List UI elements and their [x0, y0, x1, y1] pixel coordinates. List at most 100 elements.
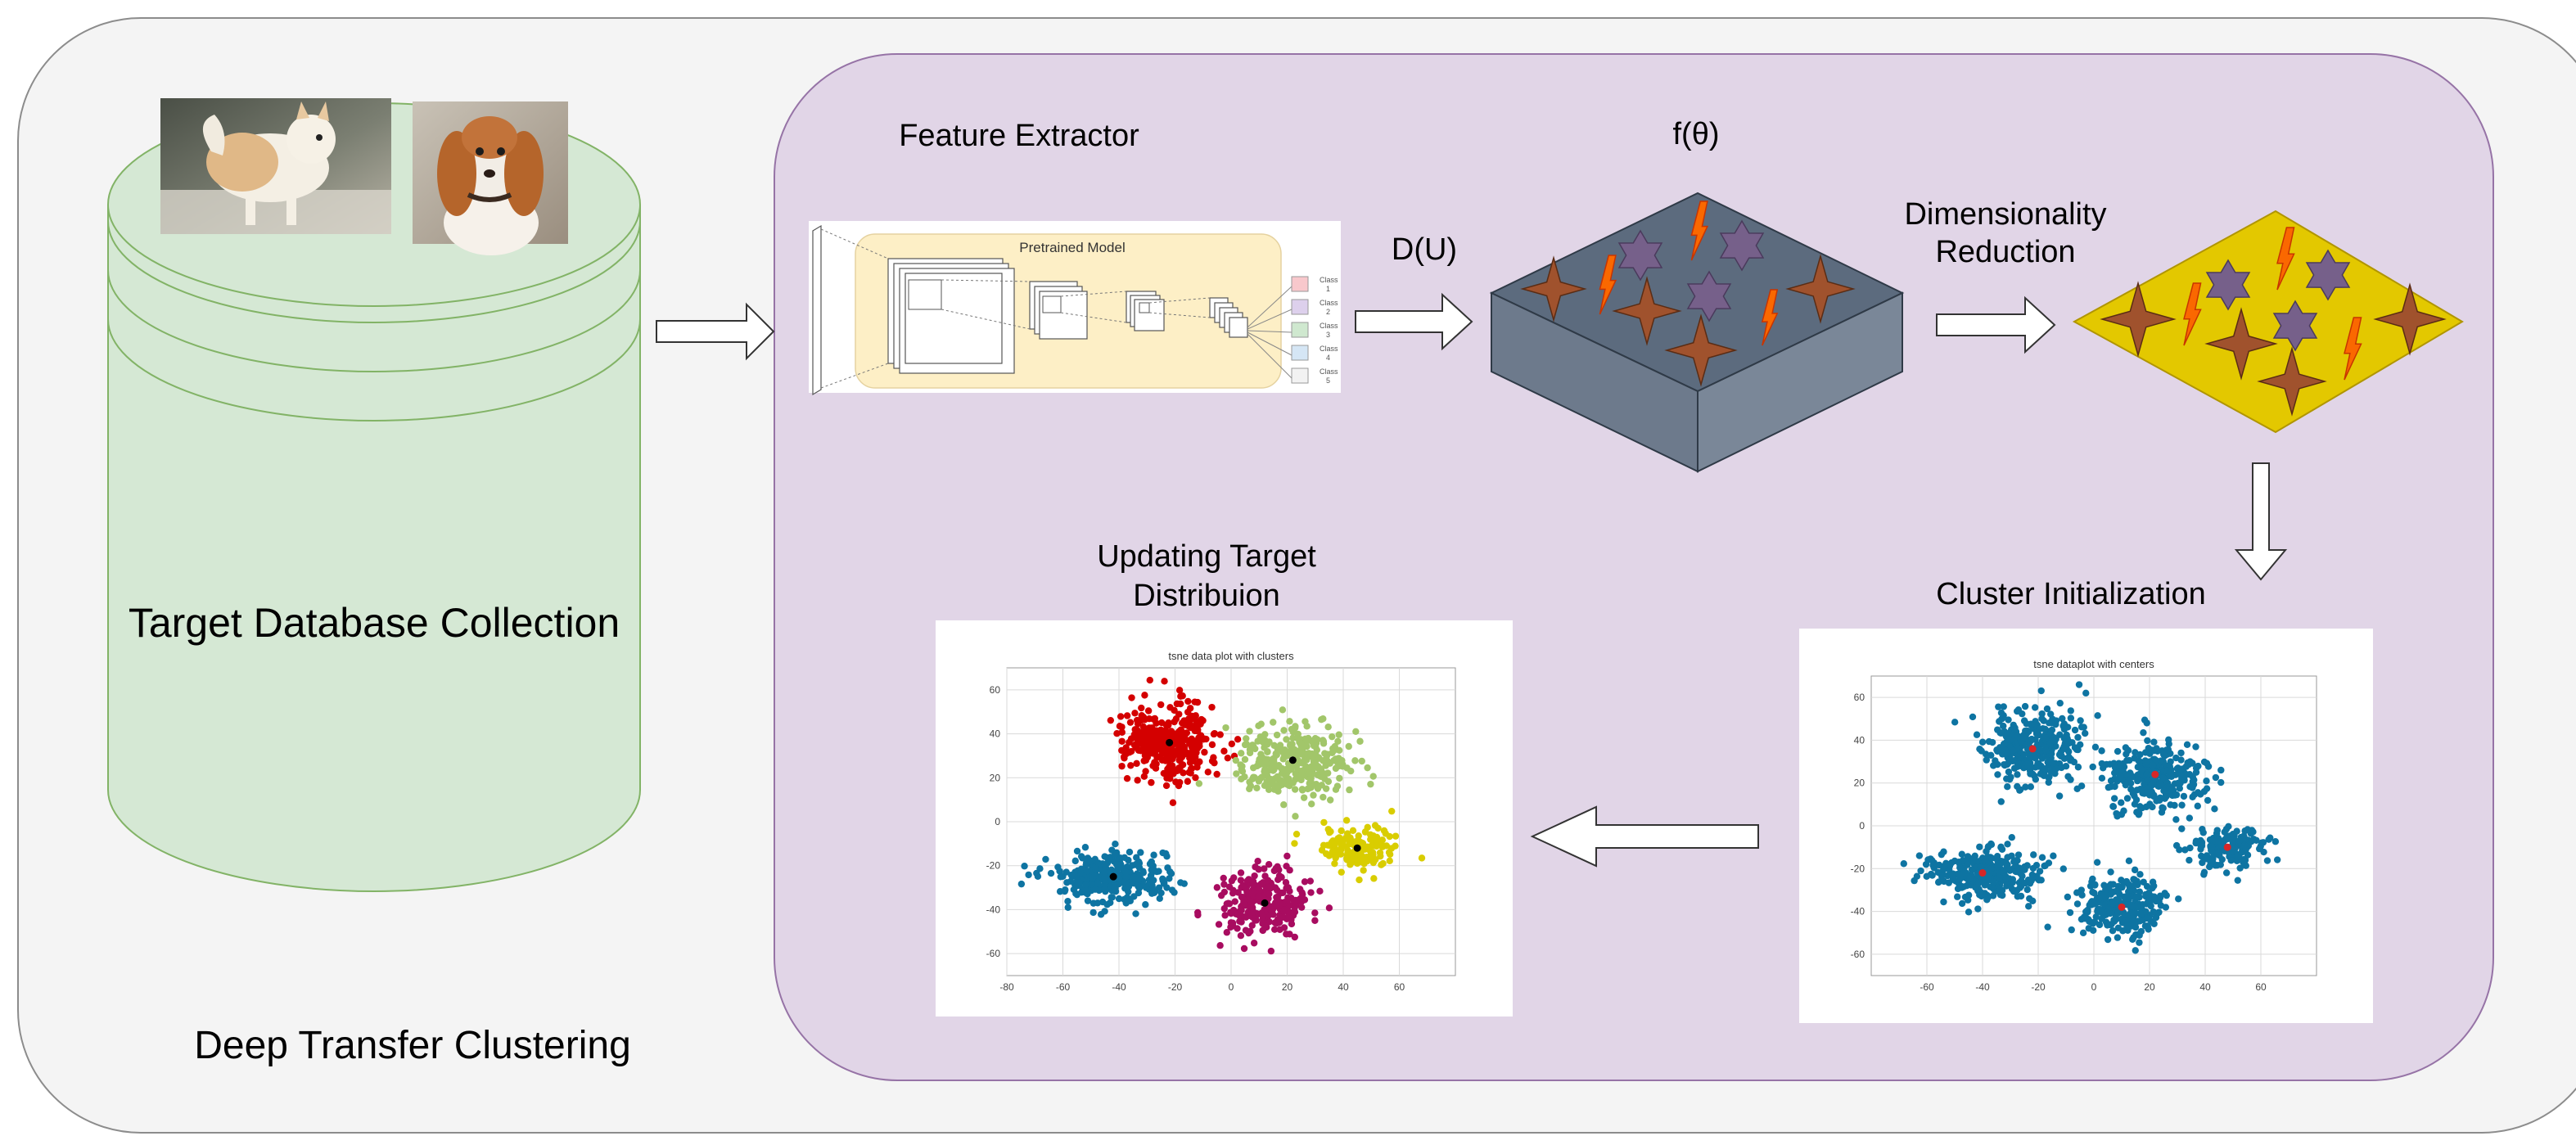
data-point — [1345, 742, 1352, 751]
data-point — [2064, 893, 2072, 901]
data-point — [2071, 726, 2079, 734]
data-point — [1975, 879, 1983, 886]
data-point — [2065, 748, 2073, 755]
data-point — [1135, 882, 1142, 890]
data-point — [1286, 766, 1293, 773]
four-point-star-icon — [2100, 281, 2177, 358]
data-point — [2217, 766, 2225, 774]
data-point — [2224, 835, 2232, 842]
data-point — [1242, 913, 1250, 921]
data-point — [2122, 771, 2130, 778]
data-point — [2203, 855, 2210, 863]
data-point — [1220, 904, 1228, 913]
data-point — [2217, 778, 2225, 787]
data-point — [2114, 934, 2122, 941]
data-point — [2168, 773, 2176, 780]
data-point — [1378, 861, 1385, 868]
data-point — [1279, 706, 1287, 714]
data-point — [2022, 783, 2029, 791]
data-point — [2235, 836, 2243, 845]
data-point — [1963, 881, 1970, 890]
data-point — [2107, 777, 2115, 785]
data-point — [2131, 800, 2139, 808]
data-point — [2096, 921, 2104, 929]
data-point — [2132, 947, 2139, 954]
y-tick-label: 40 — [990, 728, 1001, 740]
data-point — [2021, 702, 2029, 710]
data-point — [2091, 743, 2100, 751]
y-tick-label: 20 — [990, 772, 1001, 783]
data-point — [2194, 802, 2201, 810]
data-point — [2027, 770, 2034, 778]
data-point — [1137, 849, 1144, 856]
data-point — [1135, 889, 1143, 897]
class-number: 4 — [1326, 354, 1330, 362]
data-point — [1956, 871, 1964, 878]
data-point — [2154, 747, 2161, 755]
data-point — [2132, 749, 2139, 756]
data-point — [2014, 771, 2021, 778]
data-point — [1356, 737, 1364, 745]
data-point — [2192, 743, 2199, 751]
cluster-points — [1017, 840, 1188, 918]
data-point — [1081, 844, 1089, 851]
data-point — [2068, 739, 2076, 746]
lightning-bolt-icon — [1599, 255, 1617, 315]
data-point — [1338, 841, 1346, 848]
y-tick-label: 60 — [990, 684, 1001, 696]
y-tick-label: -20 — [1851, 863, 1865, 874]
data-point — [1152, 764, 1160, 772]
data-point — [1297, 904, 1306, 911]
data-point — [1255, 892, 1262, 900]
data-point — [1188, 712, 1196, 720]
class-swatch — [1291, 322, 1309, 338]
x-tick-label: -60 — [1920, 981, 1934, 993]
x-tick-label: 0 — [1229, 981, 1234, 993]
data-point — [2149, 761, 2157, 769]
data-point — [2032, 776, 2040, 783]
data-point — [1995, 703, 2002, 710]
data-point — [1234, 925, 1241, 932]
data-point — [1313, 746, 1321, 754]
data-point — [1329, 733, 1336, 741]
data-point — [2136, 809, 2143, 817]
data-point — [1335, 731, 1342, 738]
data-point — [2000, 868, 2007, 876]
data-point — [2023, 886, 2031, 894]
y-tick-label: -20 — [986, 860, 1001, 872]
data-point — [1150, 889, 1158, 897]
data-point — [1148, 778, 1155, 787]
data-point — [1139, 723, 1148, 731]
data-point — [1331, 859, 1338, 868]
data-point — [1929, 872, 1936, 879]
data-point — [1036, 865, 1044, 872]
data-point — [2190, 776, 2198, 784]
data-point — [1360, 867, 1367, 874]
data-point — [1346, 840, 1354, 848]
cluster-center — [2118, 903, 2126, 911]
data-point — [1148, 866, 1155, 874]
data-point — [1089, 908, 1097, 917]
data-point — [1332, 854, 1339, 862]
data-point — [1134, 720, 1142, 728]
cube-feature-glyphs — [1520, 201, 1856, 387]
data-point — [1291, 933, 1298, 941]
cluster-center — [1261, 899, 1269, 907]
data-point — [1265, 861, 1273, 868]
data-point — [2026, 755, 2033, 762]
x-tick-label: -60 — [1056, 981, 1071, 993]
six-point-star-icon — [1617, 229, 1663, 282]
data-point — [2103, 760, 2110, 769]
cluster-center — [1288, 756, 1297, 764]
data-point — [1164, 719, 1172, 728]
data-point — [1175, 687, 1184, 694]
data-point — [1126, 719, 1135, 726]
reduced-space-diamond — [2072, 210, 2464, 434]
data-point — [1222, 724, 1229, 732]
data-point — [1377, 852, 1384, 860]
data-point — [1067, 871, 1075, 879]
data-point — [2060, 755, 2068, 763]
data-point — [2005, 768, 2013, 776]
data-point — [1358, 757, 1365, 765]
data-point — [1168, 746, 1176, 754]
